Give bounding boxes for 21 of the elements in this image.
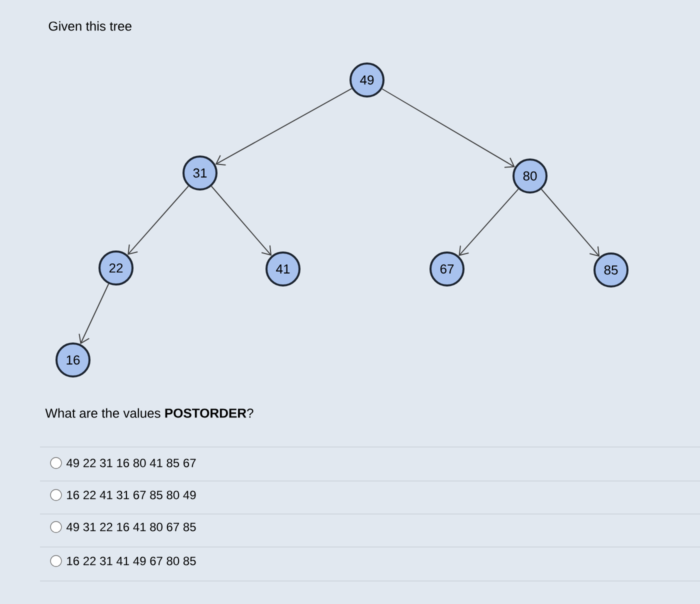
tree-node: 67 [430,252,464,286]
answer-option: 49 22 31 16 80 41 85 67 [66,458,196,468]
arrow [458,188,519,256]
arrow [210,186,272,256]
title: Given this tree [48,21,132,31]
question-text: What are the values POSTORDER? [45,408,254,418]
answer-option: 16 22 31 41 49 67 80 85 [67,556,196,566]
tree-node: 41 [266,252,300,286]
arrow [128,186,189,255]
tree-node: 22 [98,250,134,286]
tree-node: 31 [182,156,218,190]
tree-node: 16 [56,342,90,378]
arrow [540,188,600,257]
arrow [382,88,515,168]
tree-node: 85 [594,252,628,288]
answer-option: 16 22 41 31 67 85 80 49 [67,490,196,500]
arrow [215,88,352,166]
answer-option: 49 31 22 16 41 80 67 85 [66,522,196,532]
tree-node: 49 [350,62,384,98]
arrow [78,283,110,344]
tree-node: 80 [512,158,548,194]
